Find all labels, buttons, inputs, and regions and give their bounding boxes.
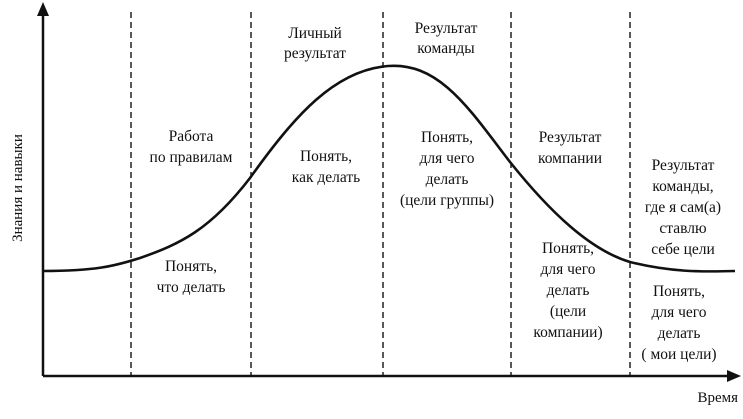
zone-6-labels: Результат команды, где я сам(а) ставлю с…	[641, 157, 721, 363]
zone-6-upper-line-4: ставлю	[659, 220, 706, 237]
zone-2-upper-line-1: Работа	[169, 128, 214, 145]
zone-2-labels: Работа по правилам Понять, что делать	[150, 128, 233, 296]
y-axis-arrow	[37, 2, 49, 16]
zone-3-upper-line-2: результат	[284, 45, 346, 62]
zone-6-lower-line-3: делать	[658, 325, 701, 342]
zone-3-lower-line-2: как делать	[292, 169, 360, 186]
zone-5-upper-line-2: компании	[538, 150, 602, 167]
zone-5-lower-line-2: для чего	[540, 261, 595, 278]
zone-6-lower-line-2: для чего	[651, 304, 706, 321]
zone-5-lower-line-4: (цели	[550, 303, 586, 320]
zone-3-upper-line-1: Личный	[288, 25, 342, 42]
x-axis-title: Время	[697, 390, 738, 406]
zone-6-upper-line-2: команды,	[652, 178, 713, 195]
zone-4-lower-line-2: для чего	[419, 150, 474, 167]
zone-2-upper-line-2: по правилам	[150, 149, 233, 166]
x-axis-arrow	[727, 370, 741, 382]
zone-4-upper-line-2: команды	[417, 40, 475, 57]
zone-5-lower-line-3: делать	[547, 282, 590, 299]
zone-6-upper-line-5: себе цели	[651, 241, 715, 258]
zone-5-labels: Результат компании Понять, для чего дела…	[533, 129, 602, 341]
zone-4-lower-line-4: (цели группы)	[400, 192, 494, 209]
zone-4-lower-line-1: Понять,	[421, 129, 473, 146]
zone-6-upper-line-3: где я сам(а)	[645, 199, 721, 216]
zone-4-upper-line-1: Результат	[415, 20, 478, 37]
zone-3-labels: Личный результат Понять, как делать	[284, 25, 360, 186]
zone-6-lower-line-4: ( мои цели)	[641, 346, 716, 363]
zone-4-lower-line-3: делать	[426, 171, 469, 188]
y-axis-title: Знания и навыки	[10, 134, 26, 242]
zone-4-labels: Результат команды Понять, для чего делат…	[400, 20, 494, 209]
zone-2-lower-line-1: Понять,	[165, 258, 217, 275]
zone-6-upper-line-1: Результат	[652, 157, 715, 174]
zone-dividers	[130, 12, 631, 376]
zone-5-lower-line-5: компании)	[533, 324, 602, 341]
zone-5-lower-line-1: Понять,	[542, 240, 594, 257]
zone-5-upper-line-1: Результат	[539, 129, 602, 146]
zone-2-lower-line-2: что делать	[157, 279, 226, 296]
zone-6-lower-line-1: Понять,	[653, 283, 705, 300]
knowledge-curve	[42, 64, 736, 273]
zone-3-lower-line-1: Понять,	[300, 148, 352, 165]
